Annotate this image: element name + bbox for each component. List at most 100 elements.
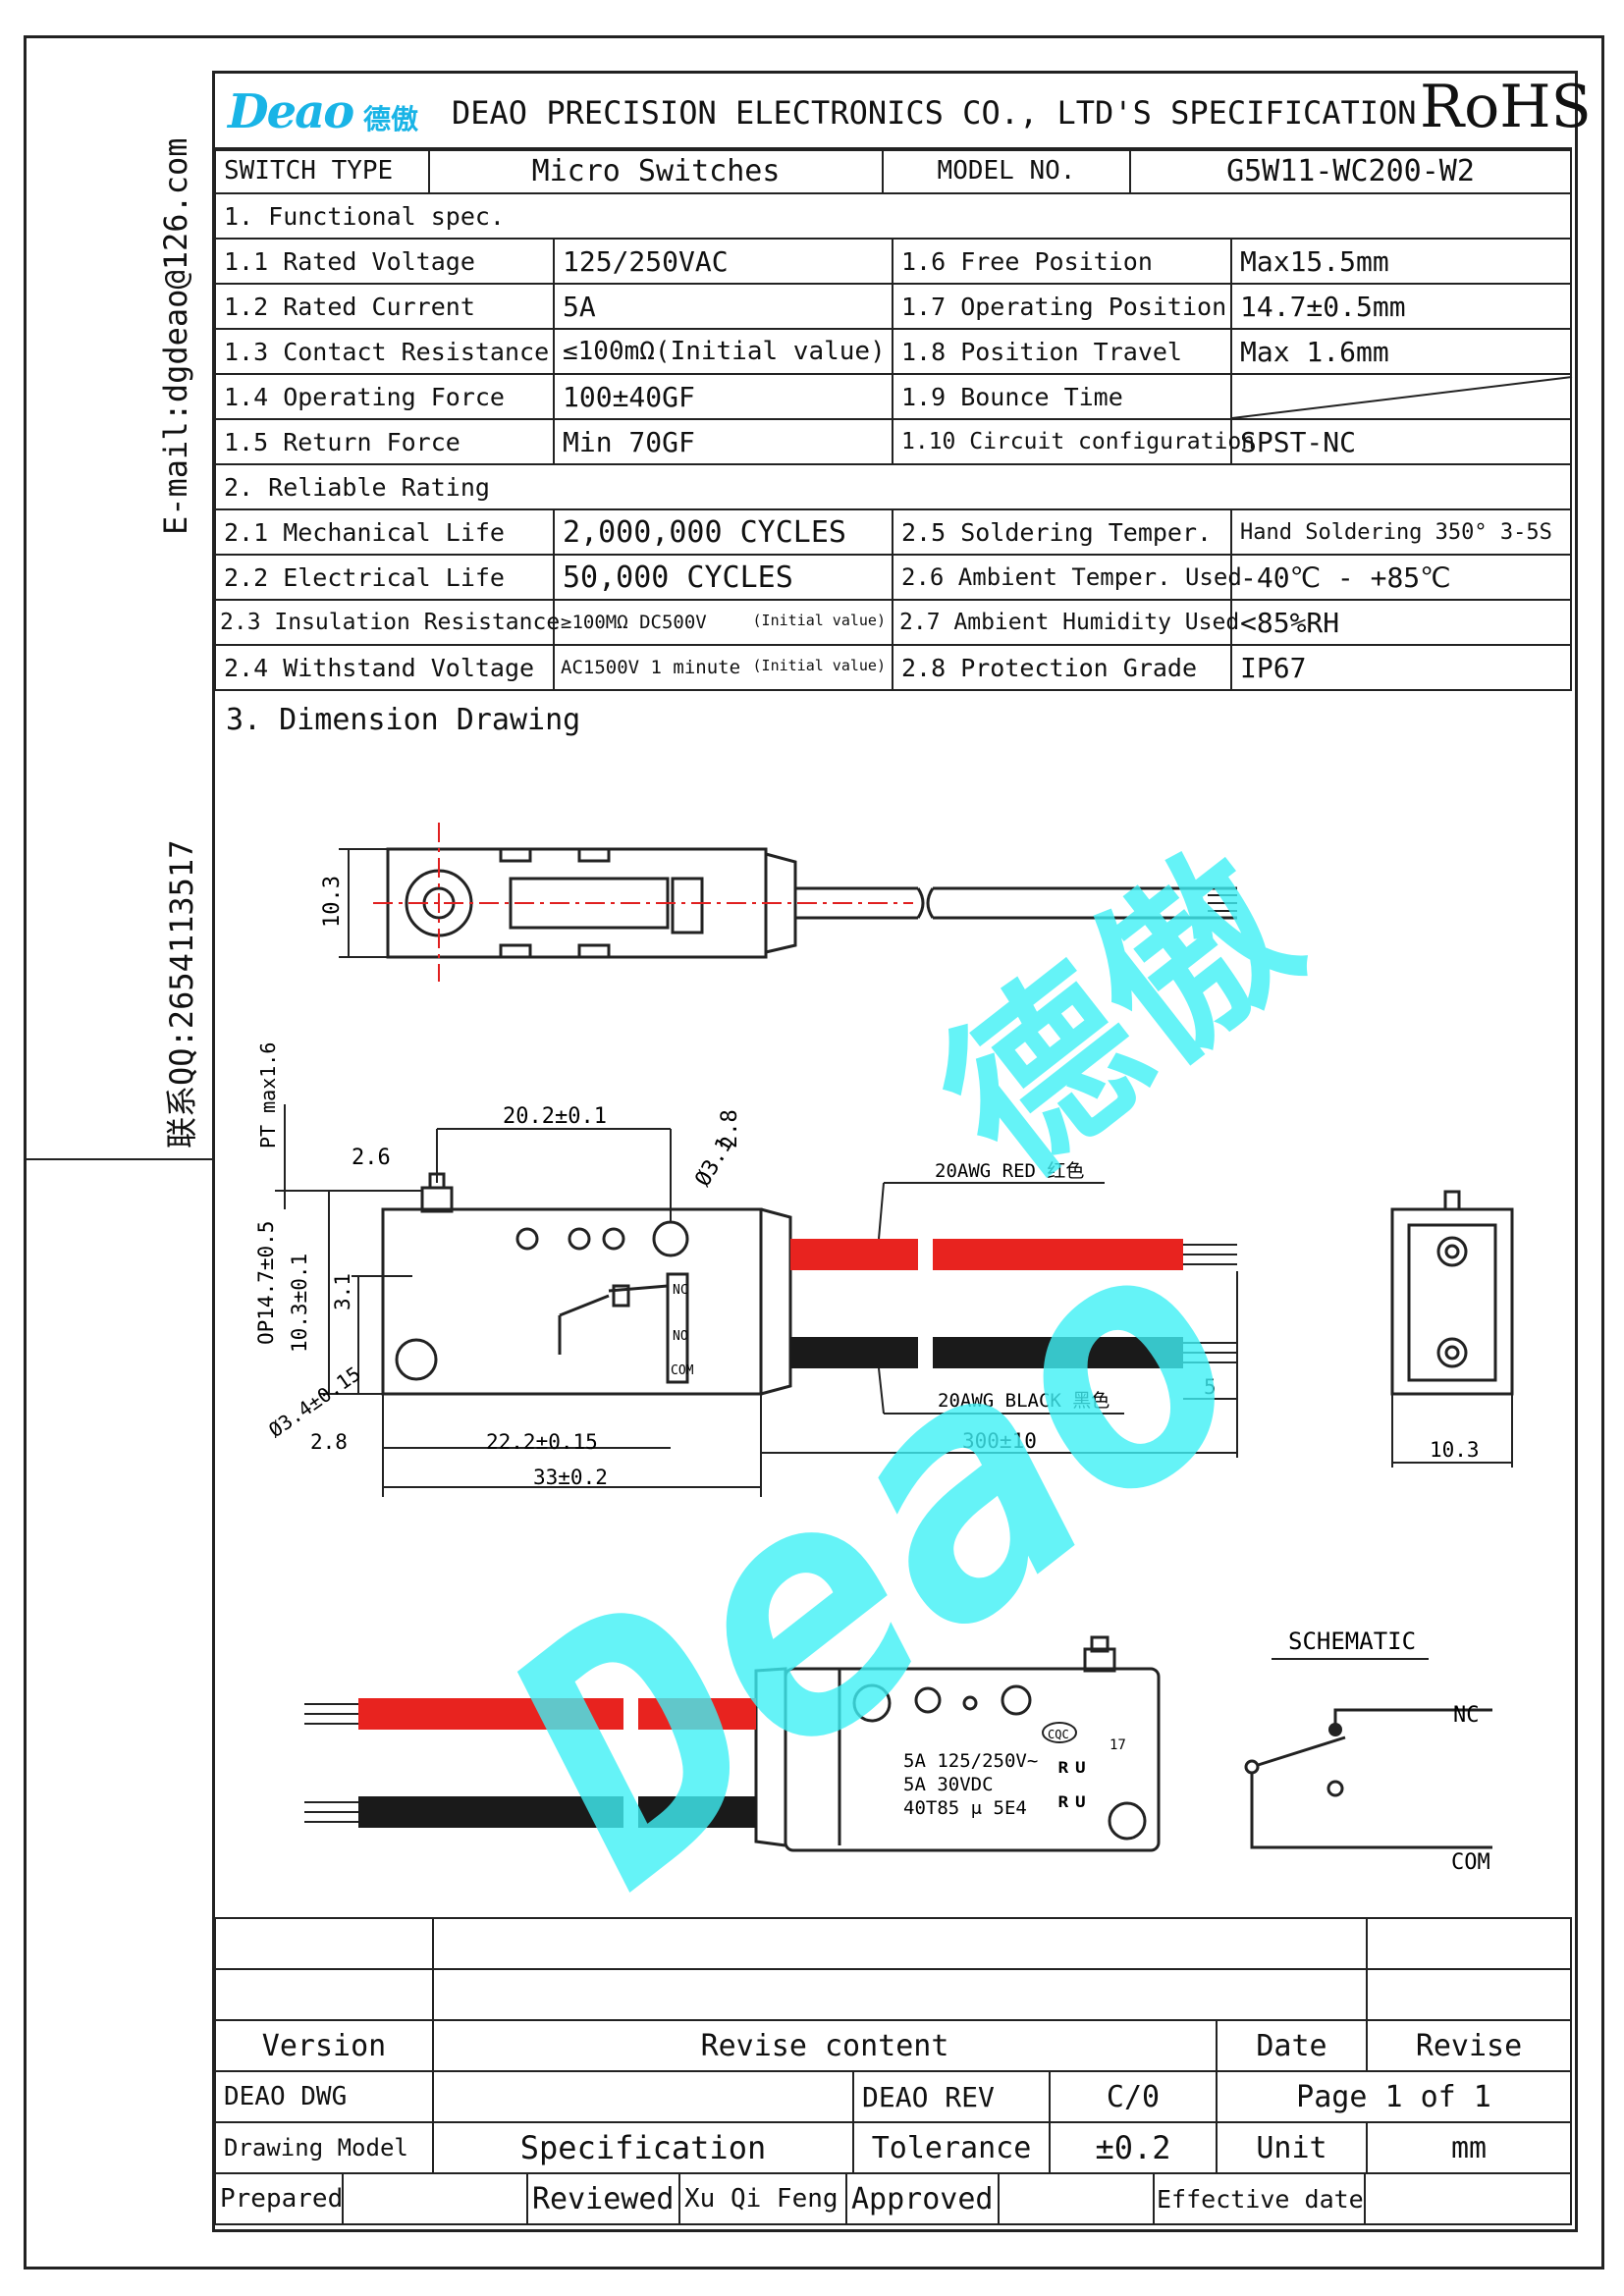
spec-label: 2.7 Ambient Humidity Used xyxy=(892,599,1239,646)
dimension-heading: 3. Dimension Drawing xyxy=(226,703,581,737)
wire-strands xyxy=(304,1703,358,1823)
black-wire xyxy=(358,1796,623,1828)
spec-value: Max 1.6mm xyxy=(1229,328,1573,375)
spec-value: 2,000,000 CYCLES xyxy=(553,508,893,556)
spec-label: 1.7 Operating Position xyxy=(892,283,1232,330)
schematic-nc: NC xyxy=(1453,1703,1480,1728)
dim-2-8-top: 2.8 xyxy=(718,1109,742,1148)
approved-value xyxy=(998,2172,1155,2225)
spec-value: ≤100mΩ(Initial value) xyxy=(553,328,893,375)
spec-value: Hand Soldering 350° 3-5S xyxy=(1230,508,1572,556)
effective-date-label: Effective date xyxy=(1153,2172,1366,2225)
spec-value: ≥100MΩ DC500V (Initial value) xyxy=(553,599,893,646)
spec-value: SPST-NC xyxy=(1229,418,1573,465)
side-view xyxy=(1390,1190,1514,1468)
spec-row: 1.3 Contact Resistance ≤100mΩ(Initial va… xyxy=(214,328,1573,375)
spec-label: 2.1 Mechanical Life xyxy=(214,508,555,556)
dim-22-2: 22.2±0.15 xyxy=(486,1430,598,1454)
reliable-rating-table: 2. Reliable Rating 2.1 Mechanical Life 2… xyxy=(214,463,1572,691)
schematic-title: SCHEMATIC xyxy=(1288,1628,1416,1655)
header-row: Deao 德傲 DEAO PRECISION ELECTRONICS CO., … xyxy=(214,73,1592,151)
spec-row: 2.2 Electrical Life 50,000 CYCLES 2.6 Am… xyxy=(214,554,1572,601)
dim-33: 33±0.2 xyxy=(533,1466,608,1489)
dim-20-2: 20.2±0.1 xyxy=(503,1104,607,1129)
spec-row: 2.1 Mechanical Life 2,000,000 CYCLES 2.5… xyxy=(214,508,1572,556)
outer-border xyxy=(24,35,1604,2269)
black-wire xyxy=(638,1796,756,1828)
spec-label: 1.9 Bounce Time xyxy=(892,373,1232,420)
spec-label: 1.6 Free Position xyxy=(892,238,1232,285)
revise-content-header: Revise content xyxy=(432,2019,1218,2072)
cqc-mark: CQC xyxy=(1048,1728,1069,1741)
spec-label: 1.2 Rated Current xyxy=(214,283,555,330)
dim-pt-max: PT max1.6 xyxy=(256,1042,280,1148)
spec-row: 2.3 Insulation Resistance ≥100MΩ DC500V … xyxy=(214,599,1572,646)
drawing-model-value: Specification xyxy=(432,2121,854,2174)
dim-2-6: 2.6 xyxy=(352,1146,391,1170)
prepared-label: Prepared xyxy=(214,2172,344,2225)
rohs-mark: RoHS xyxy=(1420,73,1592,141)
wire-strands xyxy=(1183,1244,1237,1363)
rating-line-2: 5A 30VDC xyxy=(903,1774,994,1795)
page-indicator: Page 1 of 1 xyxy=(1216,2070,1572,2123)
model-value: G5W11-WC200-W2 xyxy=(1129,147,1572,194)
deao-rev-label: DEAO REV xyxy=(852,2070,1051,2123)
reviewer-name: Xu Qi Feng xyxy=(678,2172,847,2225)
schematic-diagram xyxy=(1244,1708,1492,1849)
deao-dwg-value xyxy=(432,2070,854,2123)
spec-row: 1.4 Operating Force 100±40GF 1.9 Bounce … xyxy=(214,373,1573,420)
spec-row: 1.2 Rated Current 5A 1.7 Operating Posit… xyxy=(214,283,1573,330)
spec-value: -40℃ - +85℃ xyxy=(1230,554,1572,601)
sidebar-divider xyxy=(24,1158,212,1160)
spec-label: 2.4 Withstand Voltage xyxy=(214,644,555,691)
date-header: Date xyxy=(1216,2019,1368,2072)
cert-mark-17: 17 xyxy=(1110,1737,1126,1753)
terminal-nc: NC xyxy=(673,1283,688,1298)
inner-border xyxy=(212,71,1578,2232)
tolerance-label: Tolerance xyxy=(852,2121,1051,2174)
spec-value: 50,000 CYCLES xyxy=(553,554,893,601)
spec-note: (Initial value) xyxy=(752,657,886,674)
dim-3-1-dia: Ø3.1 xyxy=(691,1134,738,1191)
wire-black-label: 20AWG BLACK 黑色 xyxy=(938,1390,1110,1412)
spec-value: IP67 xyxy=(1230,644,1572,691)
company-logo: Deao xyxy=(228,84,354,139)
approval-table: Prepared Reviewed Xu Qi Feng Approved Ef… xyxy=(214,2172,1572,2225)
spec-label: 2.6 Ambient Temper. Used xyxy=(892,554,1242,601)
red-wire xyxy=(790,1239,918,1270)
red-wire xyxy=(933,1239,1183,1270)
spec-value: Min 70GF xyxy=(553,418,893,465)
ul-mark-icon: ᴿᵁ xyxy=(1056,1756,1089,1789)
spec-label: 1.4 Operating Force xyxy=(214,373,555,420)
bounce-time-value xyxy=(1229,373,1573,420)
switch-type-table: SWITCH TYPE Micro Switches MODEL NO. G5W… xyxy=(214,147,1572,194)
wire-red-label: 20AWG RED 红色 xyxy=(935,1160,1084,1182)
switch-type-value: Micro Switches xyxy=(428,147,884,194)
spec-value: 5A xyxy=(553,283,893,330)
ul-mark-icon: ᴿᵁ xyxy=(1056,1790,1089,1823)
company-logo-cn: 德傲 xyxy=(363,103,419,135)
spec-value: <85%RH xyxy=(1230,599,1572,646)
deao-rev-value: C/0 xyxy=(1049,2070,1218,2123)
version-header: Version xyxy=(214,2019,434,2072)
spec-value: 125/250VAC xyxy=(553,238,893,285)
dim-top-height: 10.3 xyxy=(320,876,345,928)
drawing-model-label: Drawing Model xyxy=(214,2121,434,2174)
front-view xyxy=(275,1104,792,1396)
black-wire xyxy=(790,1337,918,1368)
company-title: DEAO PRECISION ELECTRONICS CO., LTD'S SP… xyxy=(452,94,1417,132)
rating-line-1: 5A 125/250V~ xyxy=(903,1750,1038,1772)
dim-2-8: 2.8 xyxy=(310,1430,348,1454)
reliable-heading: 2. Reliable Rating xyxy=(214,463,1572,510)
spec-label: 1.5 Return Force xyxy=(214,418,555,465)
dim-side-width: 10.3 xyxy=(1430,1438,1480,1462)
rating-line-3: 40T85 μ 5E4 xyxy=(903,1797,1027,1819)
dim-10-3: 10.3±0.1 xyxy=(288,1254,311,1353)
spec-value: AC1500V 1 minute (Initial value) xyxy=(553,644,893,691)
dim-op: OP14.7±0.5 xyxy=(254,1221,278,1345)
revise-header: Revise xyxy=(1366,2019,1572,2072)
approved-label: Approved xyxy=(845,2172,1000,2225)
spec-label: 2.2 Electrical Life xyxy=(214,554,555,601)
red-wire xyxy=(638,1698,756,1730)
spec-label: 1.1 Rated Voltage xyxy=(214,238,555,285)
